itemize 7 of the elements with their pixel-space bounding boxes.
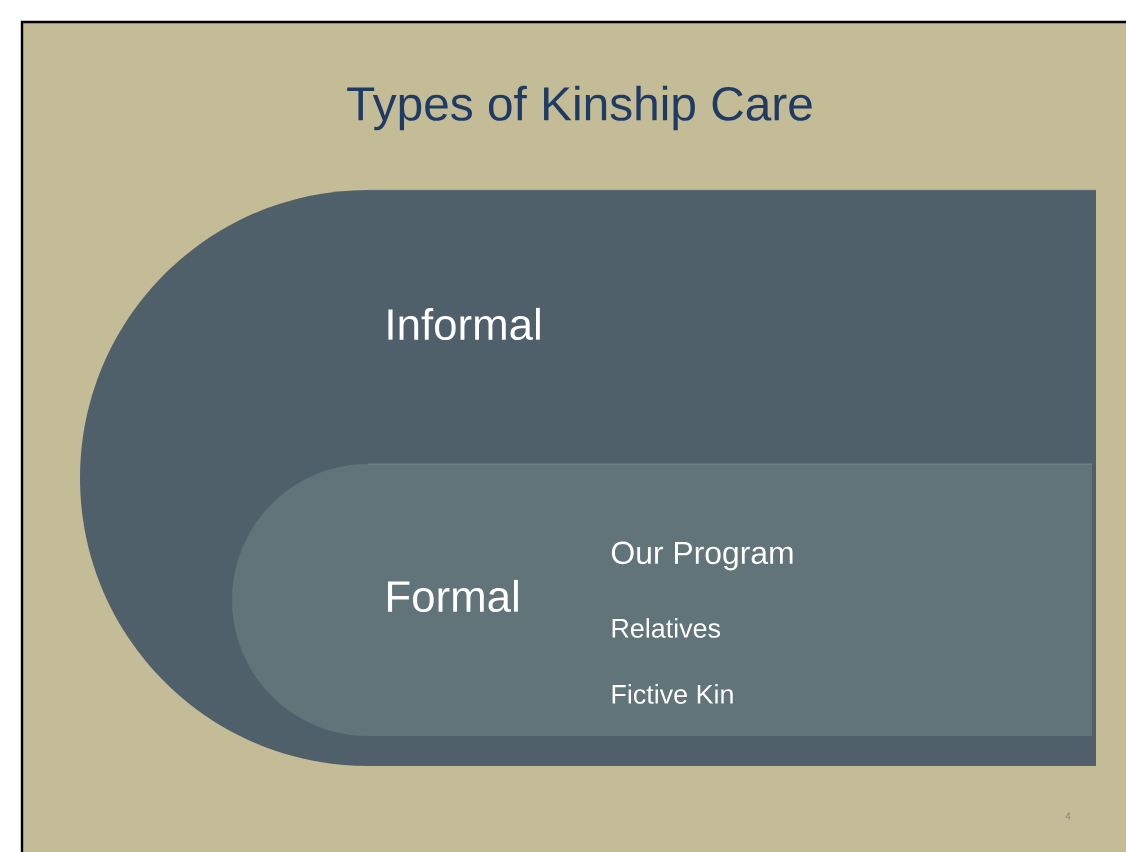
band-label: Informal	[388, 307, 540, 341]
title: Types of Kinship Care	[347, 85, 812, 131]
band-label: Relatives	[612, 618, 721, 638]
band-label: Our Program	[611, 541, 793, 571]
band-label: Formal	[388, 579, 518, 613]
band-shape	[232, 463, 1093, 736]
band-label: Fictive Kin	[612, 684, 733, 704]
